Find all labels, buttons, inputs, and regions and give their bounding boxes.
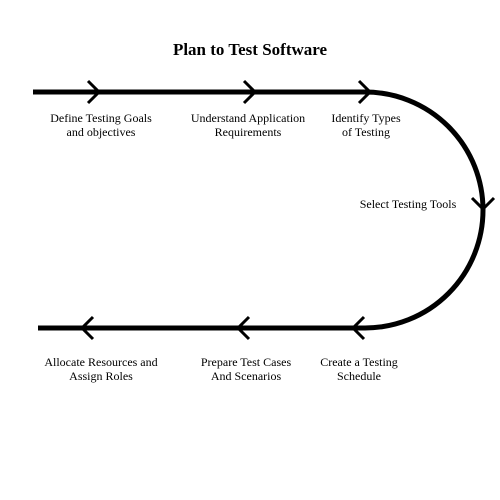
- step-allocate-resources: Allocate Resources and Assign Roles: [44, 355, 158, 383]
- step-identify-types: Identify Types of Testing: [331, 111, 401, 139]
- arrow-head-right-3: [357, 79, 373, 105]
- arrow-head-right-1: [86, 79, 102, 105]
- arrow-head-left-3: [79, 315, 95, 341]
- step-define-goals: Define Testing Goals and objectives: [50, 111, 152, 139]
- step-select-tools: Select Testing Tools: [359, 197, 457, 211]
- arrow-head-left-2: [235, 315, 251, 341]
- step-understand-requirements: Understand Application Requirements: [190, 111, 306, 139]
- step-create-schedule: Create a Testing Schedule: [320, 355, 398, 383]
- arrow-head-left-1: [350, 315, 366, 341]
- arrow-head-down: [470, 196, 496, 212]
- diagram-title: Plan to Test Software: [172, 40, 328, 59]
- arrow-head-right-2: [242, 79, 258, 105]
- step-prepare-cases: Prepare Test Cases And Scenarios: [200, 355, 292, 383]
